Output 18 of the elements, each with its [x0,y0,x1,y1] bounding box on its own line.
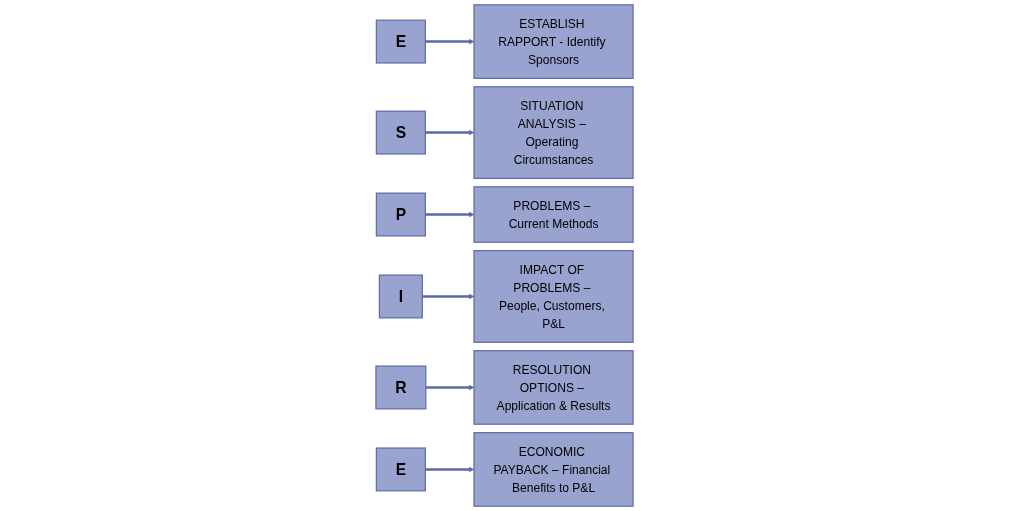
node-box: RESOLUTION OPTIONS – Application & Results [473,350,634,425]
node-box: E [375,19,426,64]
node-box: SITUATION ANALYSIS – Operating Circumstances [473,86,634,179]
node-box: IMPACT OF PROBLEMS – People, Customers, P&L [473,250,634,343]
node-box: ESTABLISH RAPPORT - Identify Sponsors [473,4,634,79]
node-box: R [375,365,427,410]
node-box: E [375,447,426,492]
arrow [425,466,475,473]
node-box: PROBLEMS – Current Methods [473,186,634,243]
arrow [425,384,475,391]
node-box: S [375,110,426,155]
arrow [425,211,475,218]
arrow [425,129,475,136]
node-box: I [378,274,423,319]
node-box: ECONOMIC PAYBACK – Financial Benefits to P&L [473,432,634,507]
arrow [425,38,475,45]
node-box: P [375,192,426,237]
arrow [422,293,475,300]
